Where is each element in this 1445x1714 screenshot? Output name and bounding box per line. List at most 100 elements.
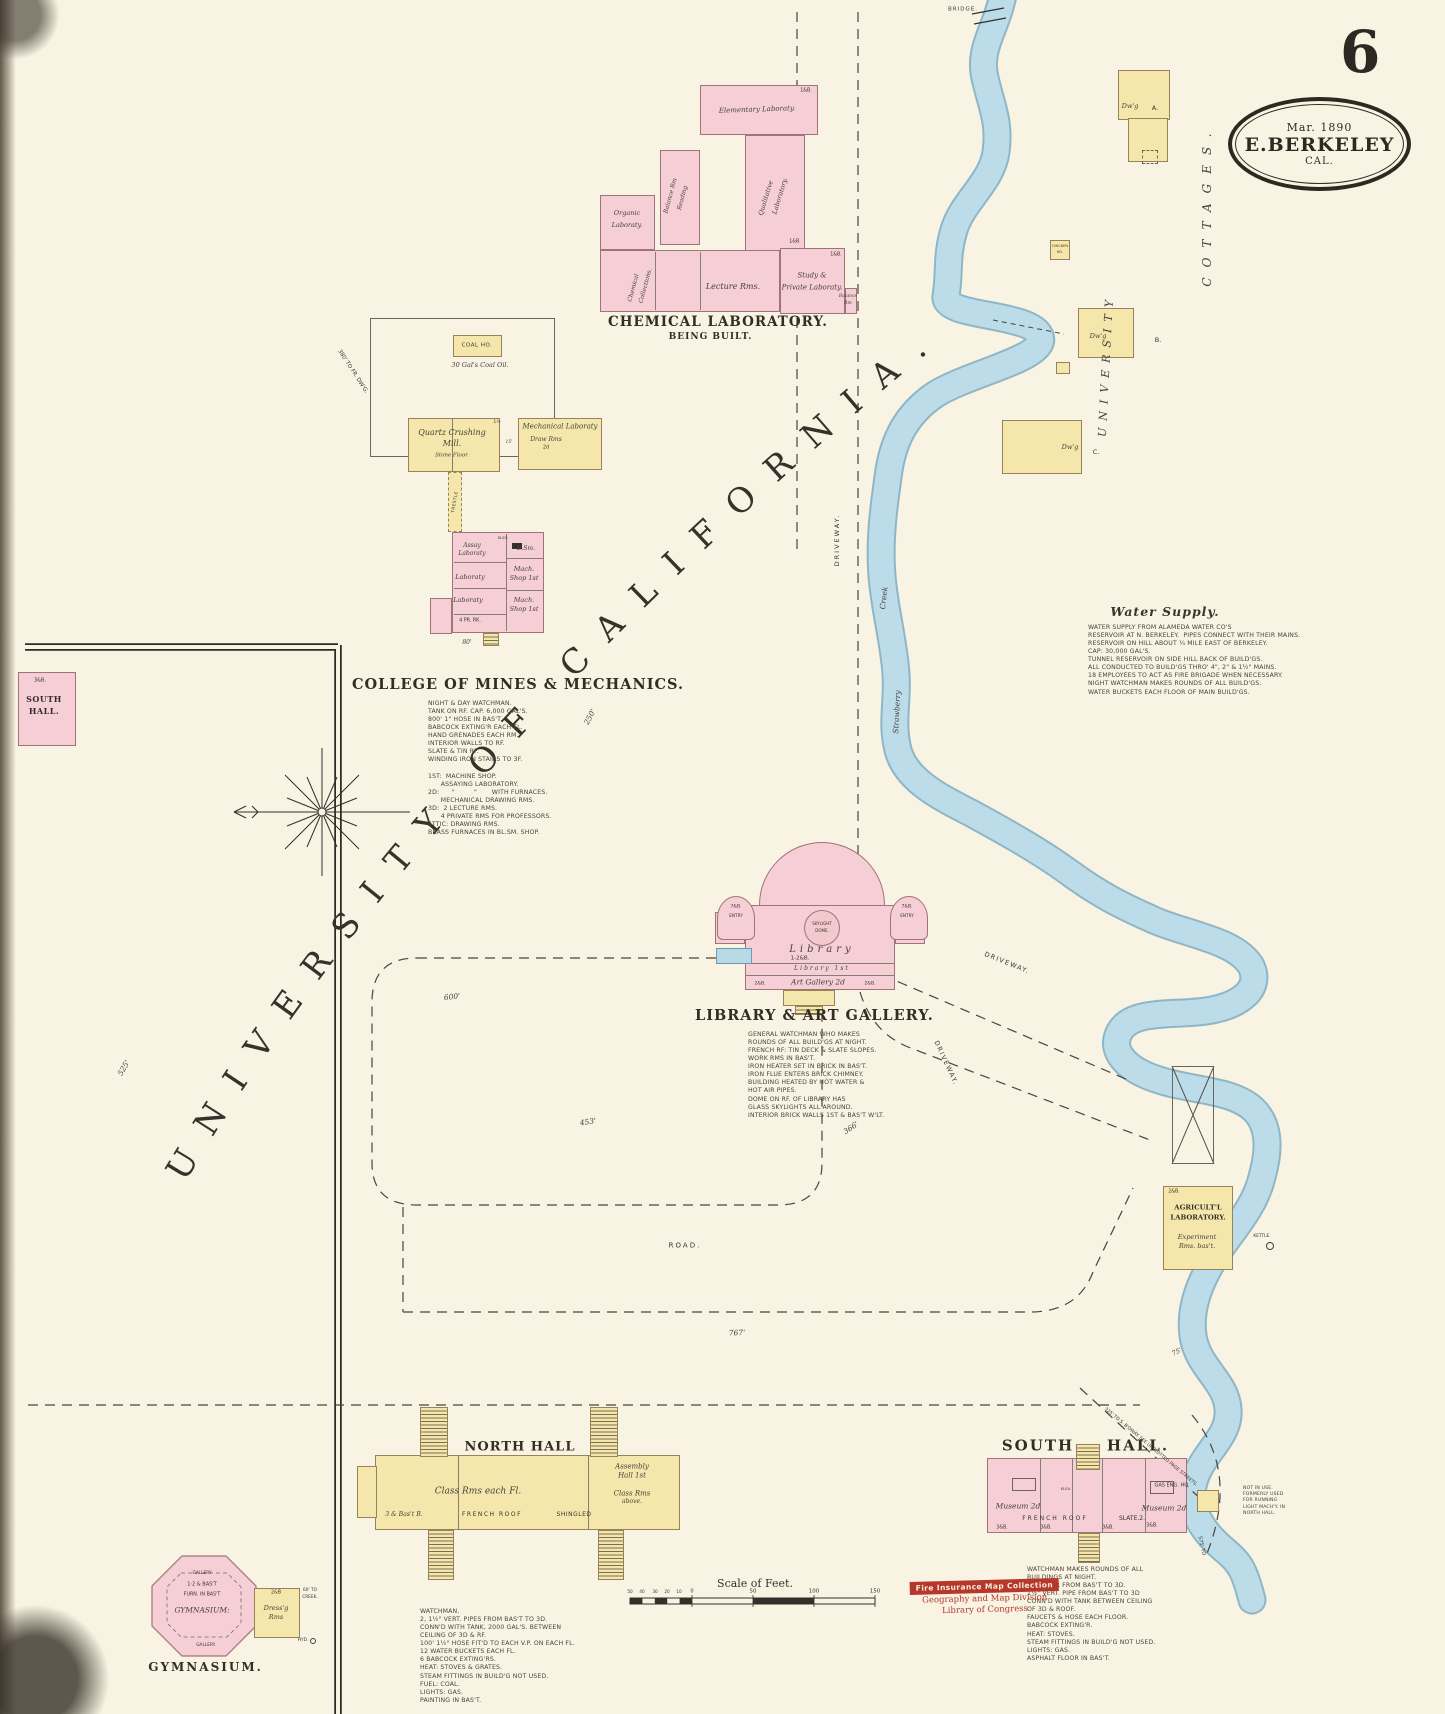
map-label: KETTLE. xyxy=(1253,1233,1271,1239)
note-line: BABCOCK EXTING'R. xyxy=(1027,1622,1093,1630)
map-label: SKYLIGHT xyxy=(812,921,832,926)
note-line: 2, 1½" VERT. PIPES FROM BAS'T TO 3D. xyxy=(420,1616,548,1624)
mines-wall xyxy=(454,588,506,589)
map-label: Laboraty xyxy=(455,572,485,581)
map-label: above. xyxy=(622,1498,642,1505)
note-line: 2D: " " WITH FURNACES. xyxy=(428,788,548,796)
note-line: LIGHT MACH'Y. IN xyxy=(1243,1504,1286,1510)
map-label: 525' xyxy=(115,1058,132,1078)
map-label: 7&B. xyxy=(730,904,742,910)
sh-window xyxy=(1150,1481,1174,1494)
chem-wall xyxy=(655,252,656,310)
chem-balance-bump xyxy=(845,288,857,314)
map-label: 767' xyxy=(728,1327,746,1338)
library-tower-left xyxy=(717,896,755,940)
dwelling-c xyxy=(1002,420,1082,474)
map-label: Mach. xyxy=(513,595,535,604)
note-line: OF 3D & ROOF. xyxy=(1027,1606,1076,1614)
map-label: Dw'g xyxy=(1061,442,1079,451)
library-of-congress-stamp: Fire Insurance Map Collection Geography … xyxy=(909,1578,1060,1617)
map-label: FRENCH ROOF xyxy=(1022,1515,1088,1522)
note-line xyxy=(428,765,552,773)
map-title-stamp: Mar. 1890 E.BERKELEY CAL. xyxy=(1228,97,1411,191)
note-line: WATER BUCKETS EACH FLOOR OF MAIN BUILD'G… xyxy=(1088,688,1250,696)
map-label: Experiment xyxy=(1177,1232,1217,1241)
agri-tower xyxy=(1172,1066,1214,1164)
note-line: HEAT: STOVES & GRATES. xyxy=(420,1664,503,1672)
map-label: AGRICULT'L xyxy=(1174,1203,1222,1212)
college-of-mines-caption: COLLEGE OF MINES & MECHANICS. xyxy=(352,676,685,693)
map-label: 366' xyxy=(841,1119,861,1137)
map-label: 3&B. xyxy=(1102,1525,1114,1531)
gymnasium-caption: GYMNASIUM. xyxy=(148,1660,263,1674)
map-label: SOUTH xyxy=(26,694,62,704)
note-line: PAINTING IN BAS'T. xyxy=(420,1696,482,1704)
map-label: COAL HO. xyxy=(461,342,493,349)
note-line: 3D: 2 LECTURE RMS. xyxy=(428,804,498,812)
mines-wall xyxy=(454,562,506,563)
dashed-boundaries xyxy=(28,12,1221,1557)
map-label: DRIVEWAY. xyxy=(983,950,1031,976)
map-label: 1&B. xyxy=(800,88,812,94)
note-line: 12 WATER BUCKETS EACH FL. xyxy=(420,1648,516,1656)
map-label: Dress'g xyxy=(263,1603,289,1612)
chem-wall xyxy=(700,252,701,310)
library-water-tank xyxy=(716,948,752,964)
water-supply-title: Water Supply. xyxy=(1110,604,1220,619)
note-line: GENERAL WATCHMAN WHO MAKES xyxy=(748,1031,860,1038)
mill-wall xyxy=(452,418,453,472)
note-line: ROUNDS OF ALL BUILD'GS AT NIGHT. xyxy=(748,1039,867,1047)
note-line: STEAM FITTINGS IN BUILD'G NOT USED. xyxy=(1027,1638,1156,1646)
note-line: INTERIOR WALLS TO RF. xyxy=(428,740,505,748)
note-line: IRON FLUE ENTERS BRICK CHIMNEY. xyxy=(748,1071,864,1079)
mines-stairs xyxy=(483,633,499,646)
map-label: Laboraty xyxy=(453,595,483,604)
sh-tower xyxy=(1078,1533,1100,1563)
note-line: ALL CONDUCTED TO BUILD'GS THRO' 4", 2" &… xyxy=(1088,664,1277,672)
map-label: SOUTH xyxy=(1001,1436,1075,1455)
note-line: WATCHMAN. xyxy=(420,1608,460,1615)
agricultural-laboratory xyxy=(1163,1186,1233,1270)
map-label: 3&B. xyxy=(996,1525,1008,1531)
map-label: BRIDGE. xyxy=(948,6,978,13)
map-label: LABORATORY. xyxy=(1170,1213,1226,1222)
stamp-city: E.BERKELEY xyxy=(1244,134,1395,156)
map-label: 75' xyxy=(1170,1346,1184,1358)
library-caption: LIBRARY & ART GALLERY. xyxy=(695,1007,934,1024)
gym-wing xyxy=(254,1588,300,1638)
map-label: Draw Rms xyxy=(530,436,562,443)
note-line: SLATE & TIN RF. xyxy=(428,748,479,756)
nh-tower xyxy=(420,1407,448,1457)
map-label: NORTH HALL xyxy=(464,1439,576,1455)
sh-wall xyxy=(1145,1458,1146,1533)
map-label: Library xyxy=(789,944,855,955)
note-line: GLASS SKYLIGHTS ALL AROUND. xyxy=(748,1103,853,1111)
map-label: GYMNASIUM: xyxy=(174,1605,230,1615)
library-wall xyxy=(746,975,894,976)
nh-tower xyxy=(590,1407,618,1457)
map-label: GALLERY. xyxy=(196,1642,216,1648)
map-label: 2&B. xyxy=(1168,1189,1180,1195)
bridge-marks xyxy=(971,7,1007,25)
map-label: Lecture Rms. xyxy=(705,282,761,291)
note-line: NIGHT & DAY WATCHMAN. xyxy=(428,700,512,707)
map-label: Library 1st xyxy=(794,965,850,972)
map-label: 60' TO xyxy=(302,1587,318,1593)
note-line: LIGHTS: GAS. xyxy=(1027,1646,1071,1654)
compass-rose xyxy=(233,748,410,876)
nh-wall xyxy=(458,1455,459,1530)
chicken-house xyxy=(1050,240,1070,260)
chemical-lab-caption: CHEMICAL LABORATORY. xyxy=(608,314,829,330)
stamp-state: CAL. xyxy=(1305,156,1334,167)
nh-tower xyxy=(598,1530,624,1580)
map-label: A. xyxy=(1151,103,1159,112)
map-label: 30 xyxy=(652,1588,658,1594)
note-line: RESERVOIR ON HILL ABOUT ¼ MILE EAST OF B… xyxy=(1088,640,1268,648)
map-label: HALL. xyxy=(1106,1436,1170,1455)
map-label: Mechanical Laboraty xyxy=(522,422,598,431)
map-label: Shop 1st xyxy=(509,573,539,582)
creek xyxy=(868,0,1280,1613)
mines-wall xyxy=(507,590,544,591)
